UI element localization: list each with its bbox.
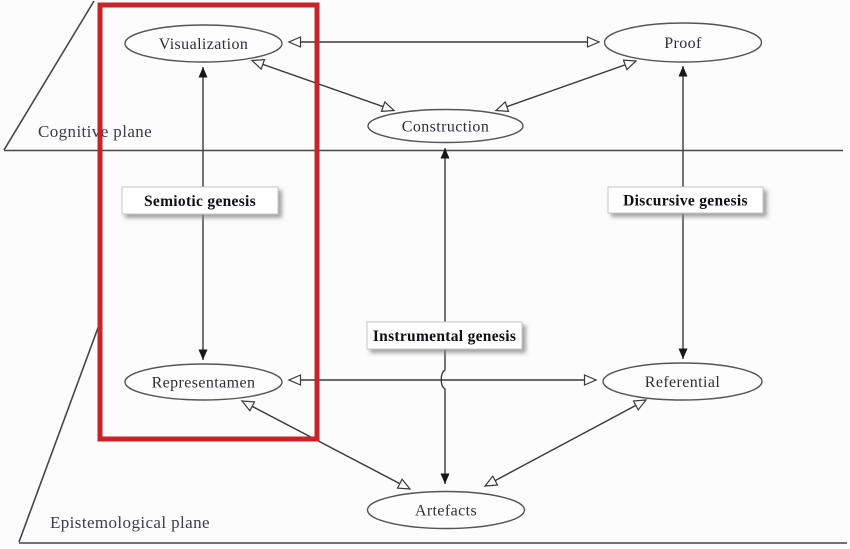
referential-ellipse <box>602 362 763 401</box>
representamen-label: Representamen <box>152 375 256 392</box>
instrumental-genesis-box: Instrumental genesis <box>366 321 523 350</box>
semiotic-genesis-rect <box>121 186 279 215</box>
semiotic-genesis-label: Semiotic genesis <box>144 193 256 210</box>
proof-ellipse <box>603 22 763 63</box>
discursive-genesis-label: Discursive genesis <box>623 193 748 210</box>
node-construction: Construction <box>367 108 524 144</box>
edge-visualization-construction <box>250 58 396 113</box>
visualization-label: Visualization <box>159 36 249 53</box>
discursive-genesis-rect <box>607 186 764 214</box>
visualization-ellipse <box>124 24 283 63</box>
epistemological-plane-label: Epistemological plane <box>50 513 210 532</box>
node-proof: Proof <box>603 22 763 63</box>
highlight-rect <box>97 2 320 442</box>
instrumental-genesis-label: Instrumental genesis <box>373 328 516 345</box>
referential-label: Referential <box>645 374 721 391</box>
cognitive-plane-label: Cognitive plane <box>38 122 152 141</box>
epistemological-plane: Epistemological plane <box>18 316 847 544</box>
edge-instrumental-genesis <box>440 148 450 484</box>
construction-ellipse <box>367 108 524 144</box>
construction-label: Construction <box>402 119 489 136</box>
cognitive-plane: Cognitive plane <box>3 0 843 152</box>
instrumental-genesis-rect <box>366 321 523 350</box>
discursive-genesis-box: Discursive genesis <box>607 186 764 214</box>
edge-referential-artefacts <box>483 399 648 487</box>
proof-label: Proof <box>664 35 702 52</box>
edge-construction-proof <box>494 59 638 113</box>
epistemological-plane-slant-line <box>18 316 103 543</box>
node-visualization: Visualization <box>124 24 283 63</box>
edge-representamen-artefacts <box>240 400 412 490</box>
cognitive-plane-slant-line <box>3 0 95 151</box>
node-representamen: Representamen <box>124 363 283 401</box>
semiotic-genesis-box: Semiotic genesis <box>121 186 279 215</box>
representamen-ellipse <box>124 363 283 401</box>
node-artefacts: Artefacts <box>366 490 526 530</box>
artefacts-label: Artefacts <box>415 503 477 520</box>
node-referential: Referential <box>602 362 763 401</box>
artefacts-ellipse <box>366 490 526 530</box>
